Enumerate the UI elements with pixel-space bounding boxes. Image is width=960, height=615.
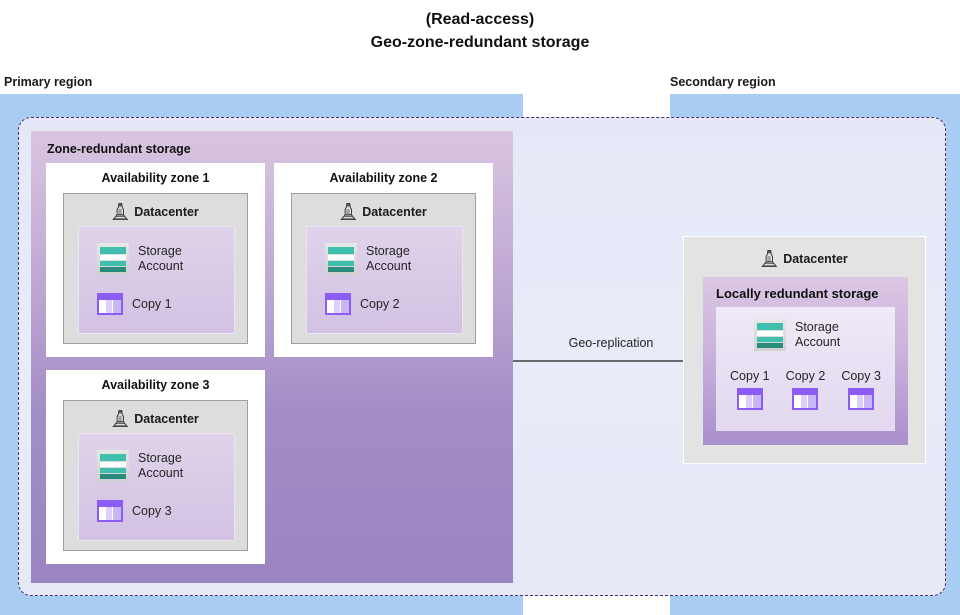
storage-box-zone-1: Storage Account Copy 1 — [78, 226, 235, 334]
availability-zone-1-title: Availability zone 1 — [101, 171, 210, 185]
page-title: (Read-access) Geo-zone-redundant storage — [0, 8, 960, 54]
storage-account-icon — [754, 319, 786, 351]
storage-account-icon — [97, 243, 129, 275]
availability-zone-2-title: Availability zone 2 — [329, 171, 438, 185]
secondary-datacenter-box: Datacenter Locally redundant storage Sto… — [683, 236, 926, 464]
storage-account-label-line2: Account — [138, 259, 184, 273]
datacenter-label: Datacenter — [134, 204, 199, 219]
locally-redundant-storage-panel: Locally redundant storage Storage Accoun… — [703, 277, 908, 445]
copy-icon — [792, 388, 819, 410]
availability-zone-1-card: Availability zone 1 Datacenter Storage — [46, 163, 265, 357]
datacenter-label: Datacenter — [362, 204, 427, 219]
storage-account-label-line1: Storage — [138, 244, 182, 258]
datacenter-header: Datacenter — [292, 202, 475, 221]
copy-icon — [325, 293, 351, 315]
datacenter-label: Datacenter — [134, 411, 199, 426]
storage-account-icon — [325, 243, 357, 275]
storage-box-zone-2: Storage Account Copy 2 — [306, 226, 463, 334]
copy-label: Copy 1 — [730, 369, 770, 383]
storage-account-label-line1: Storage — [795, 320, 839, 334]
storage-account-label-line1: Storage — [366, 244, 410, 258]
locally-redundant-storage-title: Locally redundant storage — [716, 286, 879, 301]
copy-row: Copy 2 — [325, 293, 400, 315]
storage-account-label: Storage Account — [138, 451, 183, 481]
copy-label: Copy 1 — [132, 297, 172, 311]
datacenter-header: Datacenter — [684, 249, 925, 268]
storage-account-label: Storage Account — [795, 320, 840, 350]
title-line-2: Geo-zone-redundant storage — [370, 34, 590, 51]
secondary-copies-row: Copy 1 Copy 2 Copy 3 — [716, 369, 895, 410]
secondary-region-label: Secondary region — [670, 75, 776, 89]
secondary-copy-item: Copy 3 — [841, 369, 881, 410]
copy-label: Copy 3 — [132, 504, 172, 518]
storage-account-icon — [97, 450, 129, 482]
secondary-copy-item: Copy 2 — [785, 369, 826, 410]
storage-account-row: Storage Account — [97, 450, 183, 482]
storage-account-label-line1: Storage — [138, 451, 182, 465]
primary-region-label: Primary region — [4, 75, 93, 89]
datacenter-icon — [112, 409, 129, 428]
storage-account-label-line2: Account — [366, 259, 412, 273]
datacenter-header: Datacenter — [64, 202, 247, 221]
copy-label: Copy 3 — [841, 369, 881, 383]
copy-icon — [97, 500, 123, 522]
copy-row: Copy 3 — [97, 500, 172, 522]
storage-account-label-line2: Account — [795, 335, 841, 349]
datacenter-header: Datacenter — [64, 409, 247, 428]
availability-zone-3-title: Availability zone 3 — [101, 378, 210, 392]
availability-zone-3-card: Availability zone 3 Datacenter Storage — [46, 370, 265, 564]
copy-label: Copy 2 — [785, 369, 826, 383]
storage-account-label-line2: Account — [138, 466, 184, 480]
copy-icon — [848, 388, 875, 410]
locally-redundant-storage-inner: Storage Account Copy 1 Copy 2 Copy 3 — [716, 307, 895, 431]
datacenter-icon — [112, 202, 129, 221]
zone-redundant-storage-title: Zone-redundant storage — [47, 142, 191, 156]
copy-icon — [736, 388, 763, 410]
copy-label: Copy 2 — [360, 297, 400, 311]
datacenter-icon — [340, 202, 357, 221]
secondary-copy-item: Copy 1 — [730, 369, 770, 410]
datacenter-box-zone-1: Datacenter Storage Account Copy 1 — [63, 193, 248, 344]
geo-replication-label: Geo-replication — [568, 336, 654, 350]
title-line-1: (Read-access) — [425, 11, 535, 28]
storage-account-label: Storage Account — [366, 244, 411, 274]
copy-icon — [97, 293, 123, 315]
datacenter-box-zone-3: Datacenter Storage Account Copy 3 — [63, 400, 248, 551]
storage-account-row: Storage Account — [754, 319, 840, 351]
availability-zone-2-card: Availability zone 2 Datacenter Storage — [274, 163, 493, 357]
storage-account-row: Storage Account — [97, 243, 183, 275]
copy-row: Copy 1 — [97, 293, 172, 315]
datacenter-icon — [761, 249, 778, 268]
storage-box-zone-3: Storage Account Copy 3 — [78, 433, 235, 541]
storage-account-row: Storage Account — [325, 243, 411, 275]
geo-replication-arrow — [513, 356, 707, 366]
datacenter-box-zone-2: Datacenter Storage Account Copy 2 — [291, 193, 476, 344]
datacenter-label: Datacenter — [783, 251, 848, 266]
storage-account-label: Storage Account — [138, 244, 183, 274]
